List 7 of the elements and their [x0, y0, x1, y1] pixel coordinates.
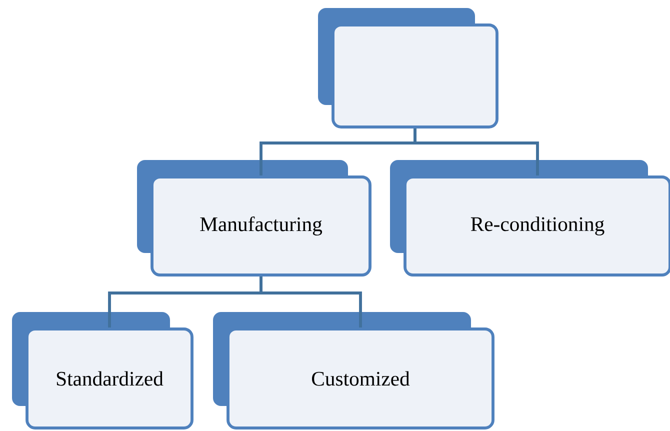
connector-line: [260, 276, 362, 328]
connector-line: [414, 128, 539, 176]
org-box: Manufacturing: [137, 160, 372, 276]
org-box: [318, 8, 498, 128]
org-box: Customized: [213, 312, 494, 430]
org-box: Re-conditioning: [390, 160, 670, 276]
org-box: Standardized: [12, 312, 194, 430]
